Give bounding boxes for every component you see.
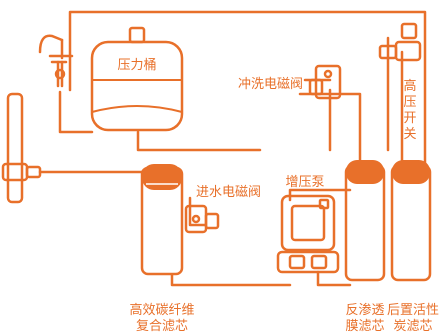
inlet-valve	[184, 204, 220, 234]
flush-valve	[308, 64, 342, 100]
post-carbon-filter	[390, 160, 432, 282]
hps-label-4: 关	[403, 127, 416, 142]
hps-label-1: 高	[403, 78, 416, 94]
pressure-tank	[90, 26, 184, 132]
flush-valve-label: 冲洗电磁阀	[238, 77, 303, 92]
post-carbon-label-1: 后置活性	[387, 303, 439, 318]
ro-membrane-filter	[344, 160, 386, 282]
pipe-pump-ro	[316, 270, 352, 287]
inlet-stand	[1, 92, 42, 204]
booster-pump-label: 增压泵	[285, 175, 324, 190]
carbon-filter-label-2: 复合滤芯	[136, 319, 188, 333]
high-pressure-switch	[378, 22, 422, 62]
pipe-faucet-tank	[58, 90, 94, 134]
inlet-valve-label: 进水电磁阀	[196, 185, 261, 200]
pipe-carbon-pump	[170, 273, 292, 287]
ro-label-2: 膜滤芯	[345, 319, 384, 333]
post-carbon-label-2: 炭滤芯	[393, 319, 432, 333]
pipe-tank-flush	[136, 130, 262, 152]
carbon-filter	[140, 164, 184, 276]
pressure-tank-label: 压力桶	[117, 58, 156, 73]
booster-pump	[276, 194, 340, 274]
hps-label-3: 开	[403, 111, 416, 126]
ro-label-1: 反渗透	[345, 303, 384, 318]
hps-label-2: 压	[403, 95, 416, 110]
carbon-filter-label-1: 高效碳纤维	[129, 302, 194, 318]
pipe-top-loop	[68, 10, 427, 167]
faucet-icon	[38, 34, 74, 88]
